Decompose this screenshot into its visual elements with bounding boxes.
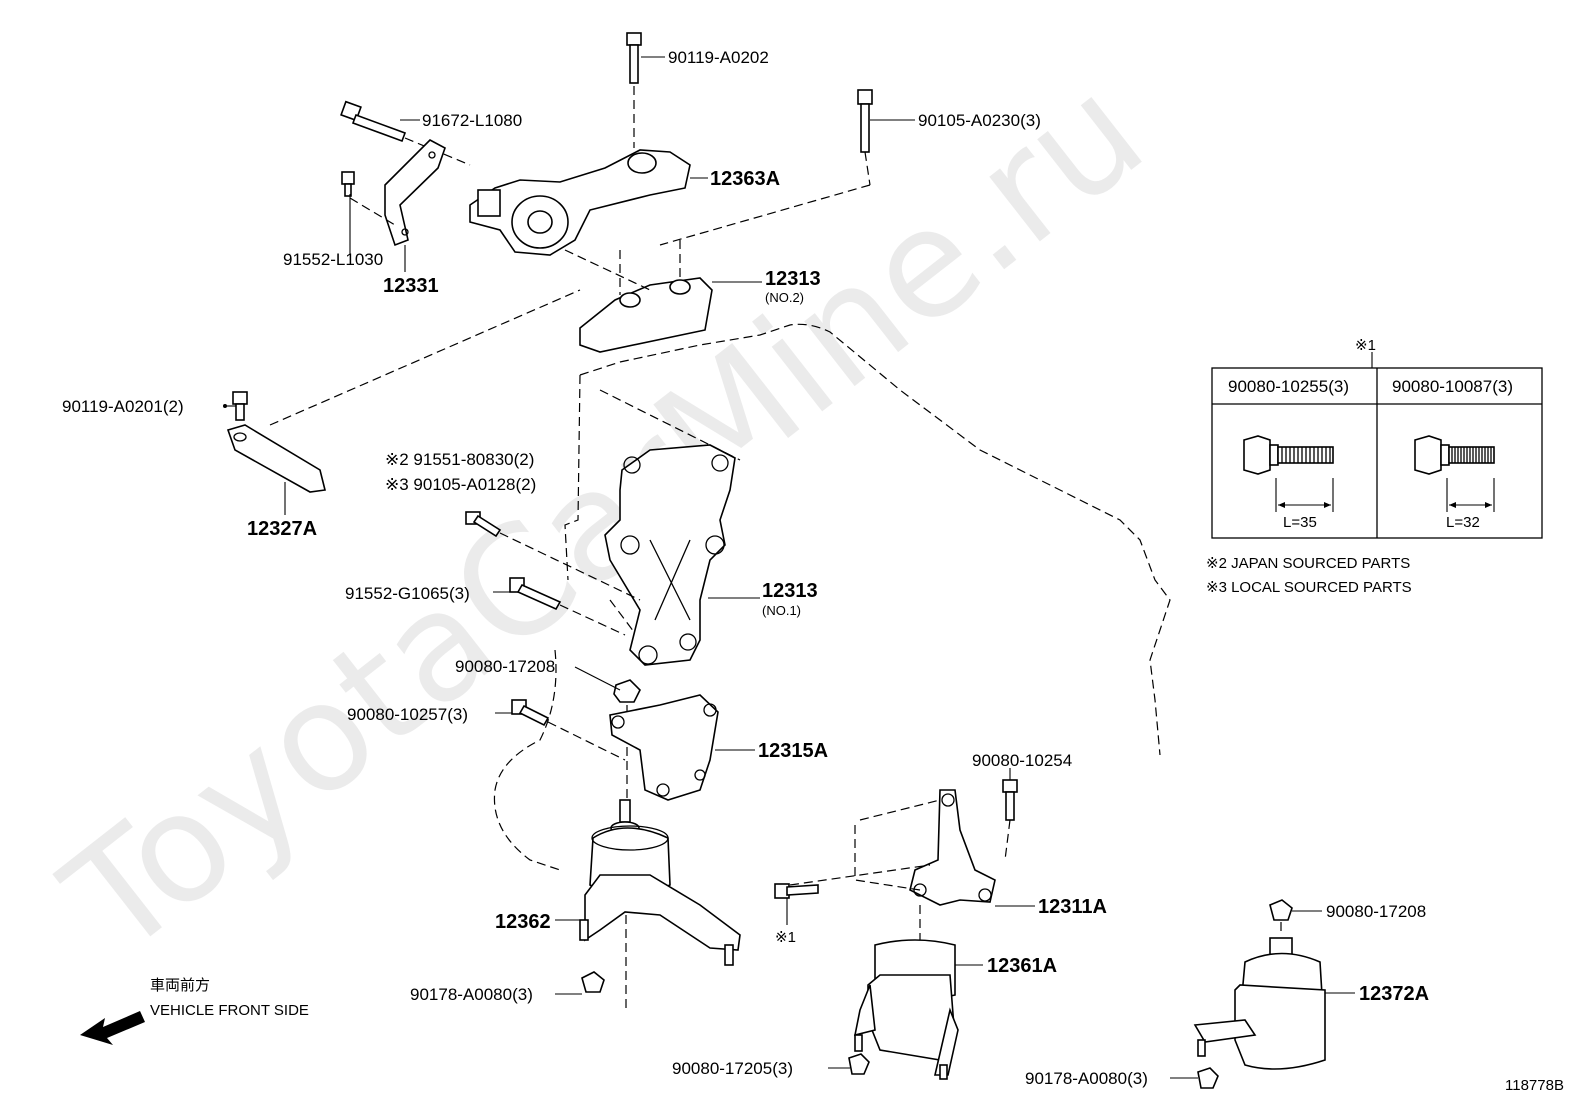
- label-90080-17208-b: 90080-17208: [1326, 902, 1426, 921]
- label-90080-17208-a: 90080-17208: [455, 657, 555, 676]
- front-arrow-icon: [80, 1011, 145, 1045]
- leader-lines: [223, 56, 1355, 1079]
- label-12372A: 12372A: [1359, 983, 1429, 1005]
- label-12363A: 12363A: [710, 168, 780, 190]
- label-91552-G1065: 91552-G1065(3): [345, 584, 470, 603]
- bolt-91552-G1065: [509, 577, 626, 636]
- label-12361A: 12361A: [987, 955, 1057, 977]
- label-12331: 12331: [383, 275, 439, 297]
- label-12315A: 12315A: [758, 740, 828, 762]
- bolt-table-col2-length: L=32: [1446, 514, 1480, 531]
- label-12313-no2-sub: (NO.2): [765, 290, 804, 305]
- front-label-en: VEHICLE FRONT SIDE: [150, 1002, 309, 1019]
- bolt-table: ※1 90080-10255(3) 90080-10087(3) L=35: [1211, 337, 1543, 539]
- label-12327A: 12327A: [247, 518, 317, 540]
- mount-12361A: [853, 905, 959, 1080]
- label-90080-17205: 90080-17205(3): [672, 1059, 793, 1078]
- bolt-90080-10257: [511, 699, 626, 761]
- mount-12363A: [469, 149, 691, 256]
- guide-12327A: [269, 289, 581, 426]
- nut-90178-A0080-a: [581, 971, 605, 993]
- label-90105-A0230: 90105-A0230(3): [918, 111, 1041, 130]
- label-90080-10254: 90080-10254: [972, 751, 1072, 770]
- note-local-sourced: ※3 LOCAL SOURCED PARTS: [1206, 579, 1412, 596]
- bolt-table-col1-length: L=35: [1283, 514, 1317, 531]
- bolt-90119-A0202: [626, 32, 642, 148]
- label-12313-no2: 12313: [765, 268, 821, 290]
- label-90119-A0202: 90119-A0202: [668, 48, 769, 67]
- engine-outline: [579, 323, 1171, 756]
- bolt-90105-A0230: [659, 89, 873, 246]
- bracket-12311A: [789, 789, 996, 906]
- nut-90080-17205: [848, 1053, 870, 1075]
- front-label-jp: 車両前方: [150, 977, 210, 994]
- bolt-ref1: [774, 883, 819, 899]
- callout-labels: 90119-A0202 91672-L1080 90105-A0230(3) 1…: [62, 48, 1429, 1088]
- label-12362: 12362: [495, 911, 551, 933]
- bracket-12315A: [609, 694, 719, 801]
- label-12313-no1-sub: (NO.1): [762, 603, 801, 618]
- bolt-table-marker: ※1: [1355, 337, 1376, 354]
- label-90119-A0201: 90119-A0201(2): [62, 397, 184, 416]
- nut-90080-17208-b: [1269, 899, 1293, 935]
- note-japan-sourced: ※2 JAPAN SOURCED PARTS: [1206, 555, 1410, 572]
- label-90080-10257: 90080-10257(3): [347, 705, 468, 724]
- mount-12362: [579, 799, 741, 1010]
- bracket-12331: [384, 139, 446, 247]
- bolt-table-col1-part: 90080-10255(3): [1228, 377, 1349, 396]
- bracket-12327A: [226, 424, 326, 493]
- bolt-illustration-l35: [1243, 435, 1334, 512]
- vehicle-front-indicator: 車両前方 VEHICLE FRONT SIDE: [80, 977, 309, 1045]
- bolt-91552-L1030: [341, 171, 396, 226]
- bolt-90080-10254: [1002, 779, 1018, 861]
- mount-12372A: [1193, 937, 1326, 1070]
- bolt-91551-80830: [465, 511, 641, 601]
- figure-id: 118778B: [1505, 1077, 1564, 1094]
- label-12313-no1: 12313: [762, 580, 818, 602]
- bracket-12313-no2: [564, 240, 713, 353]
- label-ref1-bolt: ※1: [775, 929, 796, 946]
- bracket-12313-no1: [604, 444, 736, 666]
- label-91551-80830: ※2 91551-80830(2): [385, 450, 534, 469]
- label-12311A: 12311A: [1038, 896, 1107, 918]
- label-90178-A0080-a: 90178-A0080(3): [410, 985, 533, 1004]
- label-91552-L1030: 91552-L1030: [283, 250, 383, 269]
- bolt-table-col2-part: 90080-10087(3): [1392, 377, 1513, 396]
- label-90105-A0128: ※3 90105-A0128(2): [385, 475, 536, 494]
- label-90178-A0080-b: 90178-A0080(3): [1025, 1069, 1148, 1088]
- nut-90178-A0080-b: [1197, 1067, 1219, 1089]
- engine-outline-left: [493, 374, 581, 871]
- label-91672-L1080: 91672-L1080: [422, 111, 522, 130]
- bolt-90119-A0201: [232, 391, 248, 421]
- bolt-illustration-l32: [1414, 435, 1495, 512]
